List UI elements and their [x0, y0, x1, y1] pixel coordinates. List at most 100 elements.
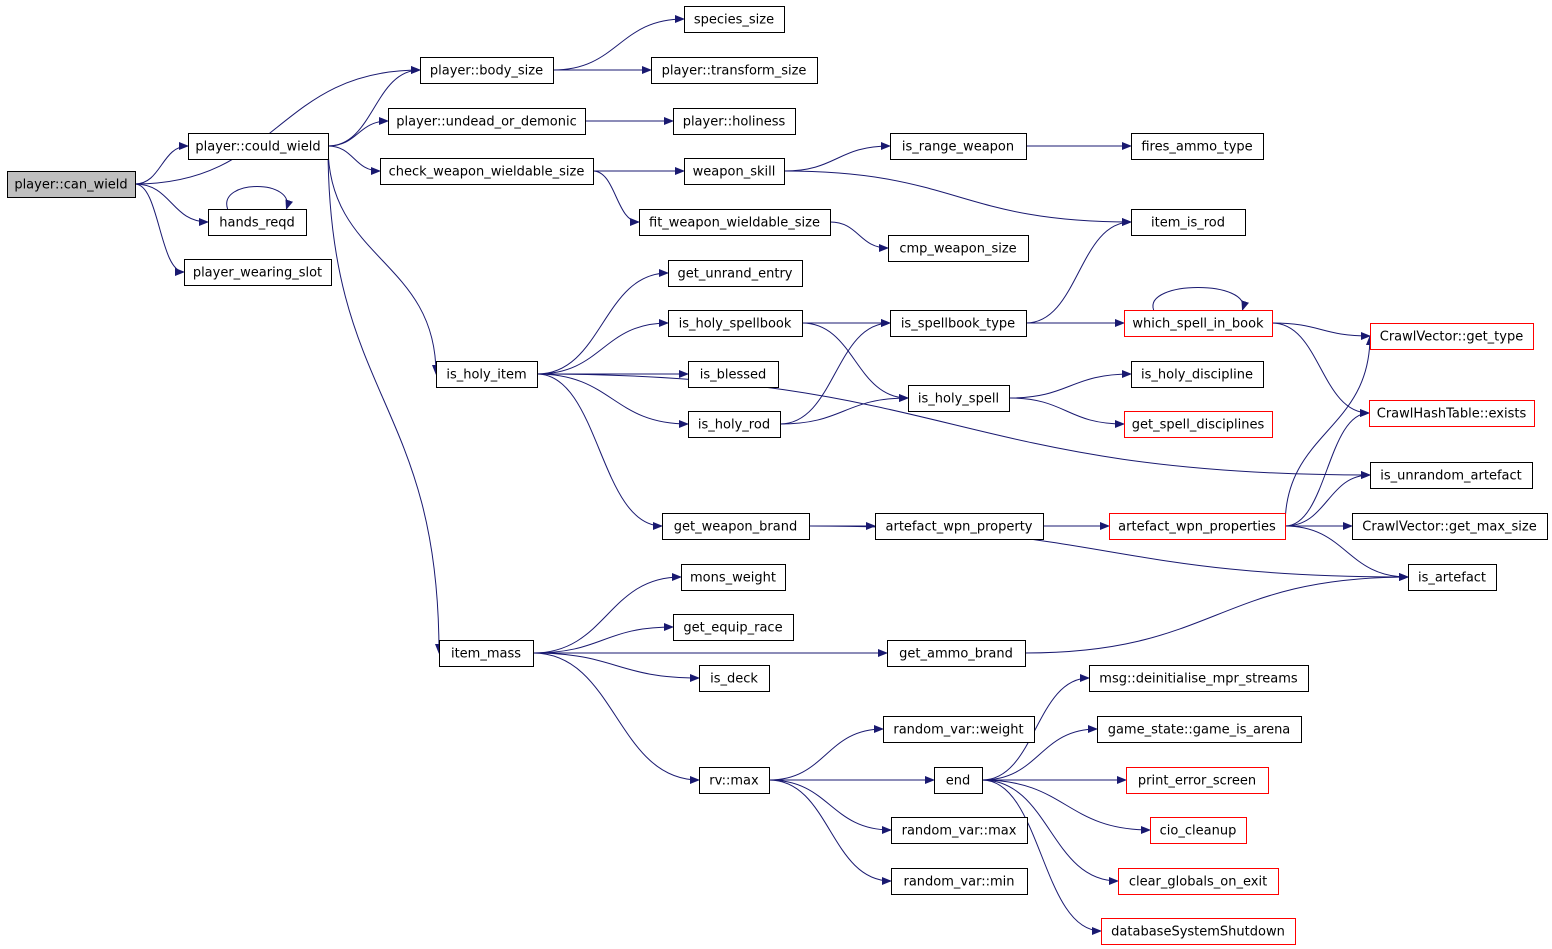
- node-transform-size[interactable]: player::transform_size: [651, 57, 818, 84]
- node-box: [908, 385, 1010, 412]
- node-artefact-wpn-properties[interactable]: artefact_wpn_properties: [1109, 513, 1286, 540]
- edge-artefact_wpn_properties-to-is_unrandom_artefact: [1284, 471, 1371, 527]
- node-artefact-wpn-property[interactable]: artefact_wpn_property: [875, 513, 1044, 540]
- node-box: [688, 361, 779, 388]
- node-box: [688, 411, 781, 438]
- node-is-holy-rod[interactable]: is_holy_rod: [688, 411, 781, 438]
- node-is-holy-discipline[interactable]: is_holy_discipline: [1131, 361, 1264, 388]
- node-body-size[interactable]: player::body_size: [420, 57, 554, 84]
- node-box: [890, 310, 1027, 337]
- edge-could_wield-to-is_holy_item: [327, 145, 440, 375]
- node-get-max-size[interactable]: CrawlVector::get_max_size: [1352, 513, 1548, 540]
- node-label: is_range_weapon: [902, 140, 1014, 155]
- edge-weapon_skill-to-is_range_weapon: [783, 142, 891, 172]
- node-label: CrawlVector::get_max_size: [1362, 520, 1536, 535]
- node-end[interactable]: end: [934, 767, 983, 794]
- node-get-weapon-brand[interactable]: get_weapon_brand: [662, 513, 810, 540]
- node-get-ammo-brand[interactable]: get_ammo_brand: [887, 640, 1026, 667]
- node-label: mons_weight: [690, 571, 776, 586]
- node-player-wearing-slot[interactable]: player_wearing_slot: [184, 259, 332, 286]
- node-box: [875, 513, 1044, 540]
- node-box: [684, 158, 785, 185]
- node-cmp-weapon-size[interactable]: cmp_weapon_size: [888, 235, 1029, 262]
- node-print-error-screen[interactable]: print_error_screen: [1126, 767, 1269, 794]
- node-get-equip-race[interactable]: get_equip_race: [673, 614, 794, 641]
- node-weapon-skill[interactable]: weapon_skill: [684, 158, 785, 185]
- node-box: [673, 108, 796, 135]
- node-fit-weapon-wieldable-size[interactable]: fit_weapon_wieldable_size: [639, 209, 831, 236]
- node-could-wield[interactable]: player::could_wield: [188, 133, 329, 160]
- node-get-spell-disciplines[interactable]: get_spell_disciplines: [1124, 411, 1273, 438]
- node-get-unrand-entry[interactable]: get_unrand_entry: [668, 260, 803, 287]
- node-item-is-rod[interactable]: item_is_rod: [1131, 209, 1246, 236]
- node-holiness[interactable]: player::holiness: [673, 108, 796, 135]
- edge-is_holy_rod-to-is_spellbook_type: [779, 319, 891, 425]
- edge-can_wield-to-body_size: [134, 66, 421, 185]
- node-label: random_var::weight: [893, 723, 1023, 738]
- node-species-size[interactable]: species_size: [684, 6, 785, 33]
- node-label: artefact_wpn_property: [886, 520, 1033, 535]
- node-item-mass[interactable]: item_mass: [439, 640, 534, 667]
- edge-is_holy_rod-to-is_holy_spell: [779, 394, 909, 425]
- node-random-var-min[interactable]: random_var::min: [891, 868, 1028, 895]
- node-is-spellbook-type[interactable]: is_spellbook_type: [890, 310, 1027, 337]
- edge-end-to-game_is_arena: [981, 725, 1098, 781]
- edge-could_wield-to-item_mass: [327, 145, 443, 654]
- node-box: [891, 817, 1028, 844]
- node-check-weapon-wieldable-size[interactable]: check_weapon_wieldable_size: [380, 158, 594, 185]
- node-label: end: [946, 774, 971, 789]
- node-clear-globals-on-exit[interactable]: clear_globals_on_exit: [1118, 868, 1279, 895]
- node-which-spell-in-book[interactable]: which_spell_in_book: [1124, 310, 1273, 337]
- node-deinitialise-mpr-streams[interactable]: msg::deinitialise_mpr_streams: [1089, 665, 1309, 692]
- edge-end-to-databaseSystemShutdown: [981, 779, 1102, 935]
- node-get-type[interactable]: CrawlVector::get_type: [1370, 323, 1534, 350]
- node-label: player_wearing_slot: [193, 266, 322, 281]
- node-is-blessed[interactable]: is_blessed: [688, 361, 779, 388]
- edge-is_holy_spell-to-get_spell_disciplines: [1008, 397, 1125, 428]
- node-layer: player::can_wield player::body_size specie…: [7, 6, 1548, 945]
- node-label: get_weapon_brand: [674, 520, 797, 535]
- node-label: is_holy_spell: [918, 392, 999, 407]
- node-fires-ammo-type[interactable]: fires_ammo_type: [1131, 133, 1264, 160]
- node-box: [1089, 665, 1309, 692]
- node-is-range-weapon[interactable]: is_range_weapon: [890, 133, 1027, 160]
- node-label: species_size: [694, 13, 774, 28]
- node-databaseSystemShutdown[interactable]: databaseSystemShutdown: [1101, 918, 1296, 945]
- node-cio-cleanup[interactable]: cio_cleanup: [1150, 817, 1247, 844]
- node-box: [1118, 868, 1279, 895]
- node-label: CrawlVector::get_type: [1380, 330, 1523, 345]
- node-box: [188, 133, 329, 160]
- node-label: is_deck: [710, 672, 758, 687]
- node-mons-weight[interactable]: mons_weight: [681, 564, 786, 591]
- node-game-is-arena[interactable]: game_state::game_is_arena: [1097, 716, 1302, 743]
- node-box: [651, 57, 818, 84]
- node-box: [1370, 323, 1534, 350]
- node-random-var-weight[interactable]: random_var::weight: [883, 716, 1035, 743]
- node-label: msg::deinitialise_mpr_streams: [1099, 672, 1298, 687]
- node-label: get_ammo_brand: [899, 647, 1013, 662]
- node-label: is_blessed: [700, 368, 767, 383]
- node-label: item_mass: [451, 647, 521, 662]
- node-box: [439, 640, 534, 667]
- node-random-var-max[interactable]: random_var::max: [891, 817, 1028, 844]
- node-is-holy-spellbook[interactable]: is_holy_spellbook: [668, 310, 803, 337]
- node-label: clear_globals_on_exit: [1129, 875, 1267, 890]
- node-label: is_artefact: [1418, 571, 1486, 586]
- node-rv-max[interactable]: rv::max: [699, 767, 770, 794]
- node-is-unrandom-artefact[interactable]: is_unrandom_artefact: [1370, 462, 1533, 489]
- node-label: player::body_size: [430, 64, 543, 79]
- node-undead-or-demonic[interactable]: player::undead_or_demonic: [388, 108, 586, 135]
- node-is-holy-item[interactable]: is_holy_item: [436, 361, 538, 388]
- node-label: random_var::max: [902, 824, 1017, 839]
- node-is-artefact[interactable]: is_artefact: [1408, 564, 1497, 591]
- node-is-deck[interactable]: is_deck: [699, 665, 770, 692]
- node-label: is_holy_spellbook: [679, 317, 792, 332]
- node-label: fit_weapon_wieldable_size: [649, 216, 820, 231]
- node-box: [639, 209, 831, 236]
- node-label: player::could_wield: [195, 140, 320, 155]
- node-box: [883, 716, 1035, 743]
- node-can-wield[interactable]: player::can_wield: [7, 171, 136, 198]
- node-hands-reqd[interactable]: hands_reqd: [208, 209, 307, 236]
- node-is-holy-spell[interactable]: is_holy_spell: [908, 385, 1010, 412]
- node-hash-exists[interactable]: CrawlHashTable::exists: [1369, 400, 1535, 427]
